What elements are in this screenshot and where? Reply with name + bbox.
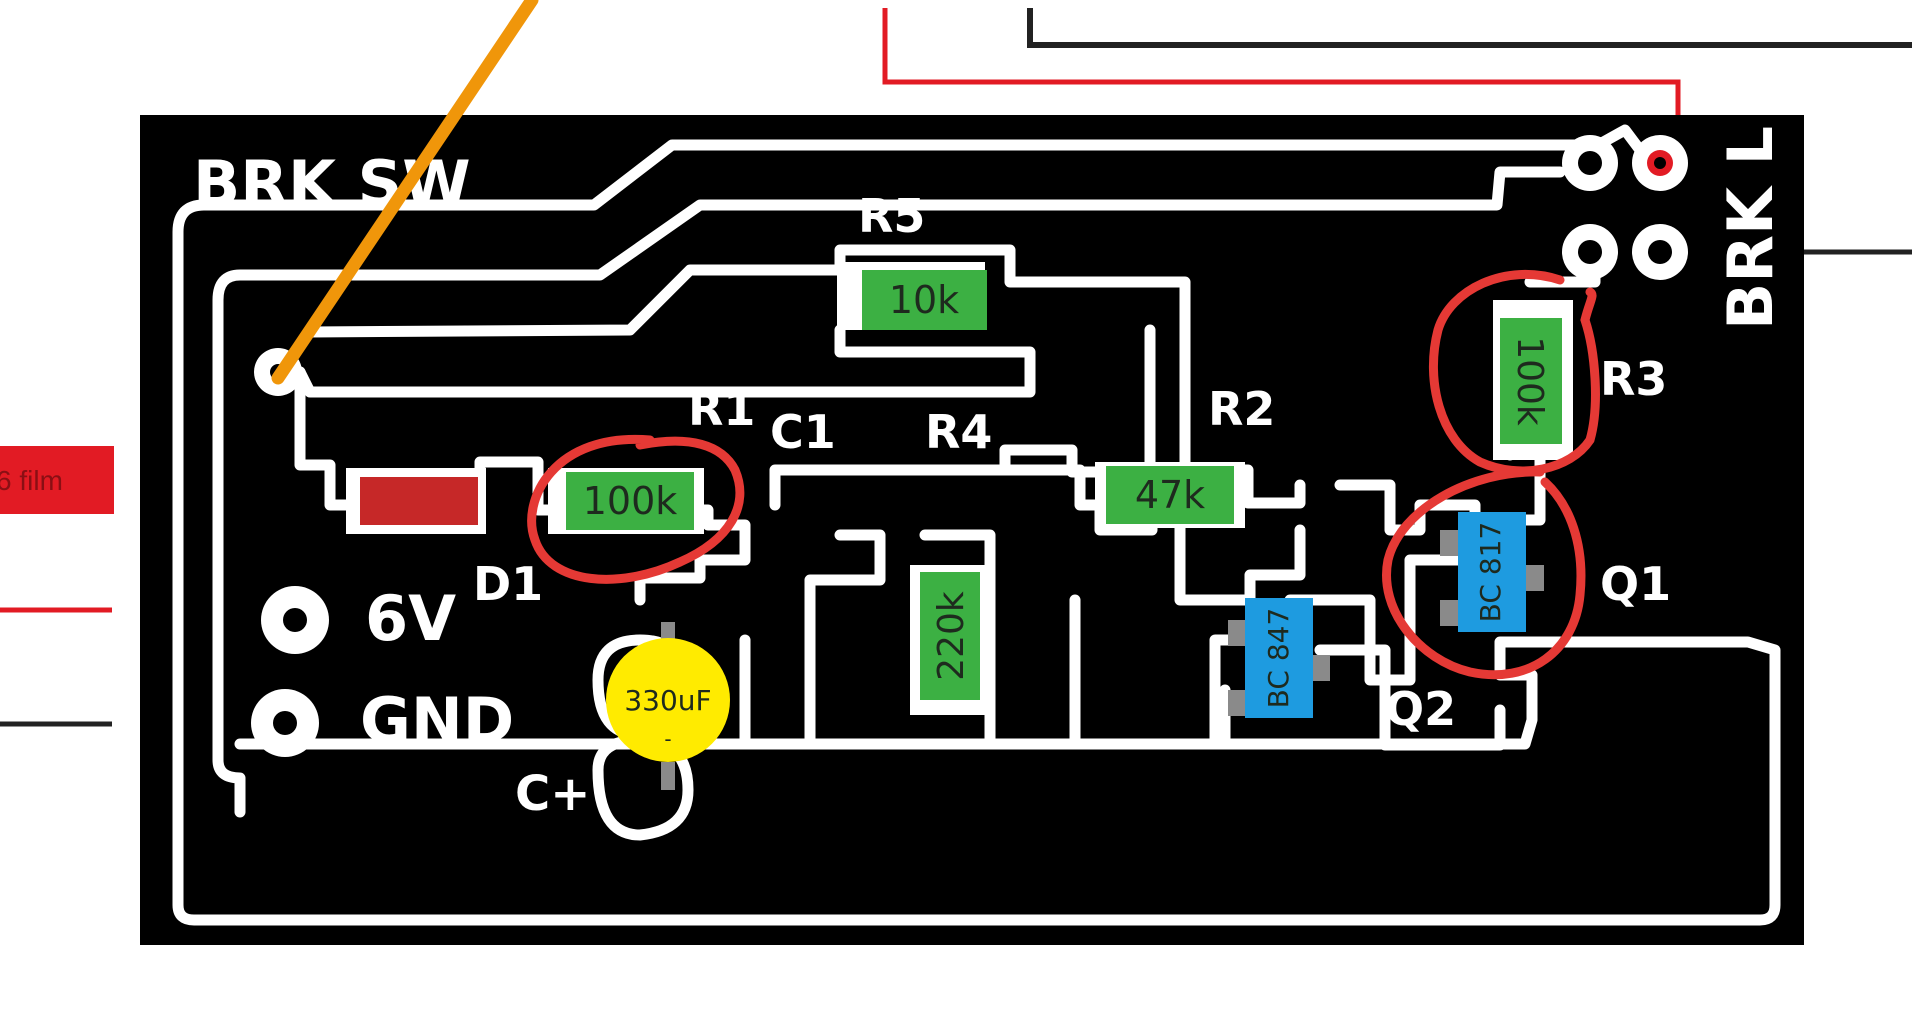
board-side-label: BRK L [1714,126,1787,330]
r2-designator: R2 [1208,382,1275,436]
resistor-r2-body [1106,466,1234,524]
capacitor-c1-body [606,638,730,762]
resistor-r1-body [566,472,694,530]
q1-designator: Q1 [1600,557,1671,611]
film-tag-background [0,446,114,514]
resistor-r4: 220k [910,565,990,715]
ground-label: GND [360,684,514,757]
resistor-r3-value: 100k [1509,336,1550,426]
c1-designator: C1 [770,405,836,459]
r3-designator: R3 [1600,352,1667,406]
resistor-r1: 100k [548,468,704,534]
resistor-r2-value: 47k [1135,473,1205,517]
diode-d1 [346,468,486,534]
transistor-q2: BC 847 [1228,598,1330,718]
cap-plus-label: C+ [515,766,590,822]
orange-wire [271,0,539,385]
r5-designator: R5 [858,189,925,243]
silkscreen: BRK SW BRK L 6V GND C+ R5 R1 C1 R4 R2 R3… [193,126,1787,822]
resistor-r3-body [1500,318,1562,444]
resistor-r5: 10k [837,262,987,330]
transistor-q2-body [1245,598,1313,718]
transistor-q2-part: BC 847 [1262,608,1295,709]
transistor-q1: BC 817 [1440,512,1544,632]
capacitor-c1: 330uF - [606,622,730,790]
highlight-circle-q1 [1382,467,1586,680]
capacitor-c1-value: 330uF [624,684,711,717]
transistor-q1-body [1458,512,1526,632]
resistor-r2: 47k [1095,462,1245,528]
connector-pads [251,135,1688,757]
film-tag-text: 6 film [0,465,63,496]
transistor-q1-part: BC 817 [1474,522,1507,623]
resistor-r4-body [920,572,980,700]
resistor-r1-value: 100k [583,479,678,523]
q2-designator: Q2 [1385,682,1456,736]
resistor-r4-value: 220k [931,591,972,681]
r1-designator: R1 [688,382,755,436]
d1-designator: D1 [473,557,543,611]
r4-designator: R4 [925,405,992,459]
highlight-marks [527,269,1600,680]
resistor-r5-body [862,270,987,330]
diode-d1-body [360,477,478,525]
film-tag: 6 film [0,446,114,514]
components: 10k 100k 47k 220k 100k [346,262,1573,790]
resistor-r5-value: 10k [889,278,959,322]
power-label: 6V [365,582,456,655]
capacitor-c1-minus: - [664,727,671,751]
resistor-r3: 100k [1493,300,1573,460]
external-black-wire-top [1027,8,1912,48]
highlight-circle-r1 [527,434,745,584]
